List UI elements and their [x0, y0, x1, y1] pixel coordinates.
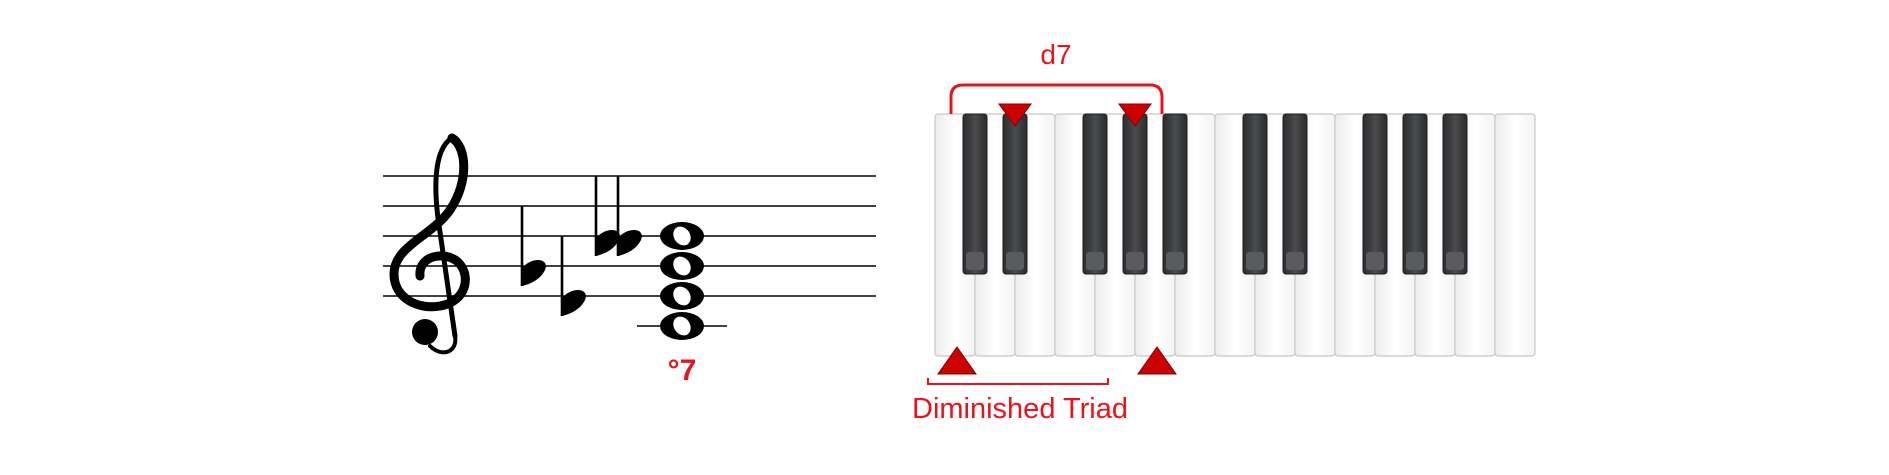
black-key[interactable] — [962, 113, 988, 275]
black-key[interactable] — [1122, 113, 1148, 275]
interval-bracket — [949, 83, 1164, 114]
triad-label: Diminished Triad — [912, 393, 1128, 425]
whole-note — [660, 312, 704, 340]
whole-note — [660, 252, 704, 280]
whole-note — [660, 282, 704, 310]
black-key[interactable] — [1282, 113, 1308, 275]
piano-keyboard — [934, 113, 1536, 357]
black-key[interactable] — [1242, 113, 1268, 275]
chord-symbol: °7 — [668, 354, 697, 387]
flat-icon — [560, 236, 586, 316]
white-key[interactable] — [1494, 113, 1536, 357]
triad-bracket — [927, 378, 1109, 385]
marker-triangle-up-icon — [1137, 346, 1177, 375]
double-flat-icon — [594, 176, 642, 256]
black-key[interactable] — [1402, 113, 1428, 275]
marker-triangle-down-icon — [1118, 103, 1152, 127]
black-key[interactable] — [1162, 113, 1188, 275]
whole-note — [660, 222, 704, 250]
chord-notes — [637, 222, 727, 340]
interval-label: d7 — [1040, 39, 1071, 70]
marker-triangle-up-icon — [937, 346, 977, 375]
flat-icon — [520, 206, 546, 286]
key-markers — [937, 103, 1177, 375]
treble-clef-icon — [389, 133, 470, 355]
black-key[interactable] — [1442, 113, 1468, 275]
marker-triangle-down-icon — [998, 103, 1032, 127]
black-key[interactable] — [1082, 113, 1108, 275]
black-key[interactable] — [1362, 113, 1388, 275]
music-staff: °7 — [383, 133, 876, 387]
black-key[interactable] — [1002, 113, 1028, 275]
black-keys — [962, 113, 1468, 275]
